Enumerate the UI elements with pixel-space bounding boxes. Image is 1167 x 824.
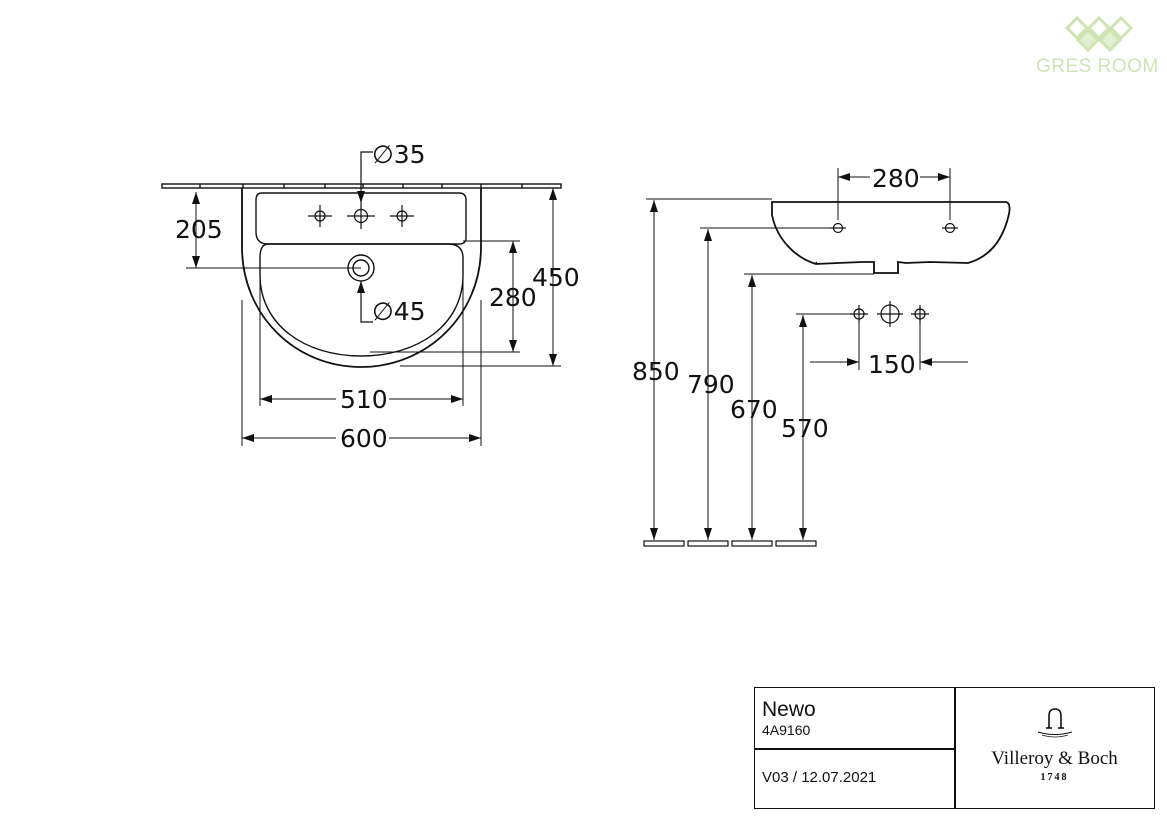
tap-hole-right [390, 205, 414, 227]
supply-connection-left [850, 305, 868, 323]
brand-year: 1748 [1040, 772, 1069, 783]
dim-label-850: 850 [632, 357, 680, 386]
side-view [643, 168, 1011, 547]
watermark-logo [1064, 12, 1135, 57]
title-block: Newo 4A9160 V03 / 12.07.2021 Villeroy & … [754, 687, 1155, 809]
faucet-icon [1037, 708, 1073, 738]
article-number: 4A9160 [762, 722, 811, 738]
supply-connection-right [911, 305, 929, 323]
hole-diameter-label: ∅35 [372, 140, 426, 169]
floor-line [643, 540, 817, 547]
dim-label-280-front: 280 [489, 283, 537, 312]
waste-diameter-label: ∅45 [372, 297, 426, 326]
dim-label-510: 510 [340, 385, 388, 414]
product-name: Newo [762, 698, 816, 721]
dim-label-790: 790 [687, 370, 735, 399]
dim-label-670: 670 [730, 395, 778, 424]
mount-hole-right [942, 222, 958, 234]
brand-name: Villeroy & Boch [991, 748, 1118, 769]
dim-label-150: 150 [868, 350, 916, 379]
basin-deck [255, 192, 467, 245]
version-date: V03 / 12.07.2021 [762, 769, 877, 786]
diamond-logo-icon [1064, 15, 1134, 53]
supply-connection-center [877, 301, 903, 327]
dim-label-450: 450 [532, 263, 580, 292]
dim-label-600: 600 [340, 424, 388, 453]
title-block-divider-horizontal [755, 748, 955, 750]
front-view [161, 151, 562, 446]
brand-logo: Villeroy & Boch 1748 [955, 688, 1154, 807]
basin-side-profile [771, 201, 1011, 274]
basin-outline [241, 188, 482, 368]
watermark-text: GRES ROOM [1036, 56, 1159, 77]
tap-hole-left [308, 205, 332, 227]
dim-label-205: 205 [175, 215, 223, 244]
tap-hole-center [347, 203, 375, 229]
basin-bowl [259, 243, 464, 357]
dim-label-280-side: 280 [872, 164, 920, 193]
dim-label-570: 570 [781, 414, 829, 443]
